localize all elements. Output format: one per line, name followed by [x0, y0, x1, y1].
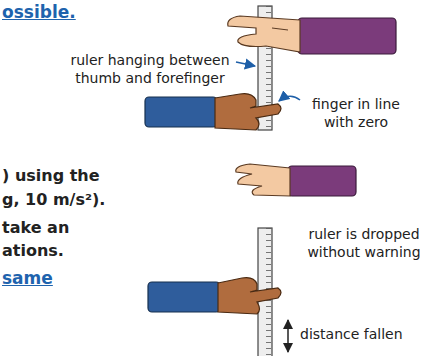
- body-text-fragment: take an: [2, 218, 122, 238]
- leader-arrow: [236, 62, 255, 66]
- leader-arrow: [279, 96, 300, 101]
- callout-label: finger in line with zero: [298, 96, 414, 131]
- dimension-arrow: [287, 320, 289, 352]
- catching-hand: [148, 278, 281, 314]
- holding-hand: [228, 16, 396, 54]
- body-text-fragment: ations.: [2, 241, 122, 261]
- heading-fragment: ossible.: [2, 2, 122, 23]
- body-text-fragment: ) using the: [2, 166, 132, 186]
- open-hand: [236, 164, 356, 196]
- catching-hand: [145, 94, 281, 130]
- callout-label: ruler is dropped without warning: [298, 226, 430, 261]
- heading-fragment: same: [2, 268, 122, 289]
- body-text-fragment: g, 10 m/s²).: [2, 190, 132, 210]
- dimension-label: distance fallen: [300, 326, 430, 344]
- callout-label: ruler hanging between thumb and forefing…: [60, 52, 240, 87]
